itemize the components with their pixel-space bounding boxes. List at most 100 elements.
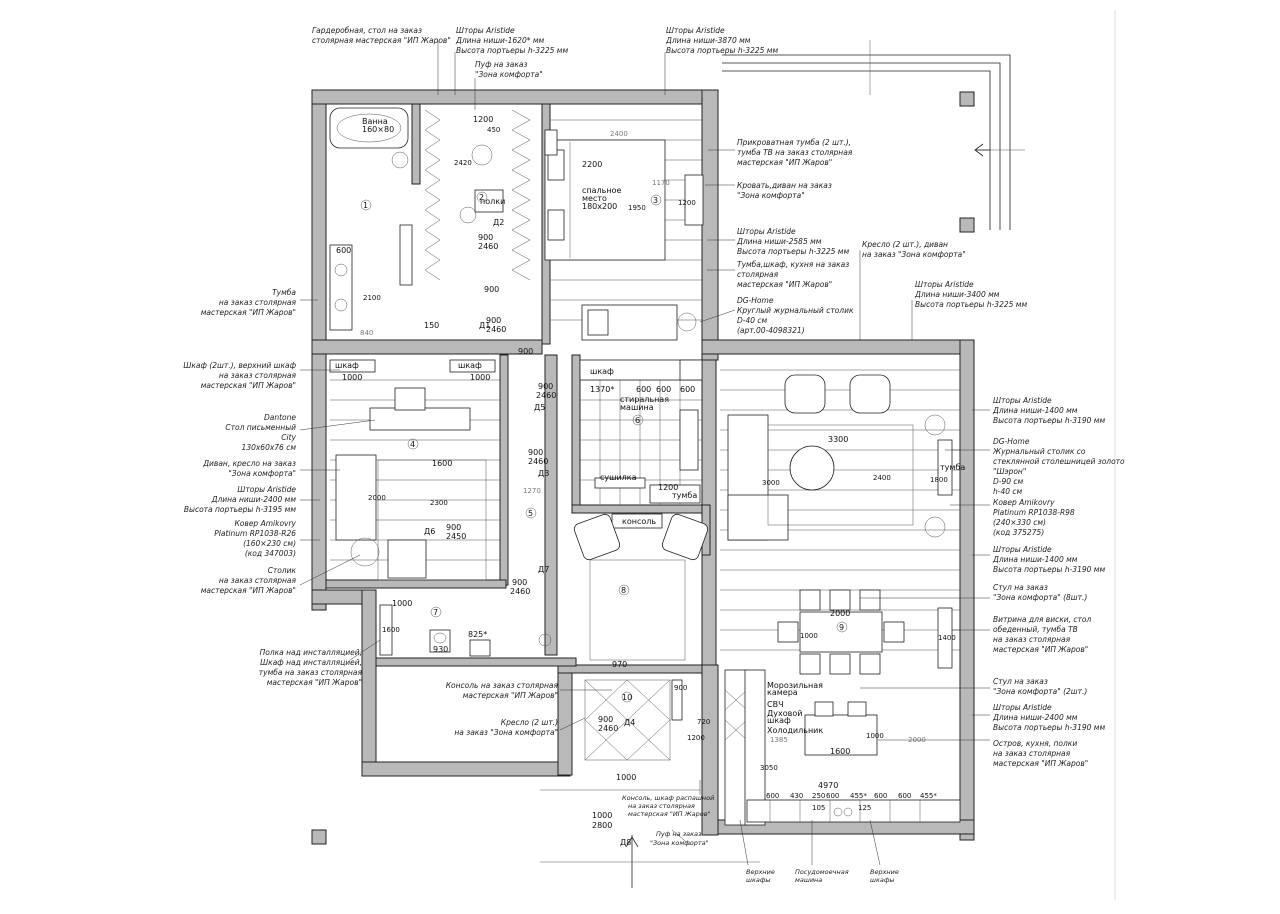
note-rug-b1: Ковер Amikovry <box>993 498 1055 507</box>
dim-2300: 2300 <box>430 499 448 507</box>
note-pouf-1: Пуф на заказ <box>475 60 527 69</box>
note-curtain-d2: Длина ниши-3400 мм <box>914 290 1000 299</box>
note-nightstand-1: Прикроватная тумба (2 шт.), <box>737 138 851 147</box>
note-chairs-8-1: Стул на заказ <box>993 583 1048 592</box>
dim-600-a: 600 <box>636 385 651 394</box>
dim-600-b: 600 <box>656 385 671 394</box>
bed-label-2: место <box>582 194 607 203</box>
dim-1600: 1600 <box>432 459 452 468</box>
dim-2800: 2800 <box>592 821 612 830</box>
dim-1200-entry: 1200 <box>687 734 705 742</box>
note-rug-a1: Ковер Amikovry <box>234 519 296 528</box>
door-tag-8: Д8 <box>620 838 631 847</box>
note-kitchen-tumba-1: Тумба,шкаф, кухня на заказ <box>737 260 849 269</box>
dim-2000-sofa: 2000 <box>368 494 386 502</box>
dim-900-d: 900 <box>446 523 461 532</box>
dim-door-900: 900 <box>478 233 493 242</box>
annotation-leaders <box>299 40 990 866</box>
dim-900-c: 900 <box>518 347 533 356</box>
dim-4970: 4970 <box>818 781 838 790</box>
bath-label: Ванна <box>362 117 388 126</box>
note-cabinets-3: мастерская "ИП Жаров" <box>201 381 296 390</box>
laundry-cabinet-label: шкаф <box>590 367 614 376</box>
dim-1800: 1800 <box>930 476 948 484</box>
note-kitchen-tumba-2: столярная <box>737 270 779 279</box>
bedroom-furniture <box>544 129 704 341</box>
room-number-7: 7 <box>433 608 438 617</box>
note-entry-console-3: мастерская "ИП Жаров" <box>628 810 711 818</box>
living-furniture <box>727 374 953 541</box>
note-dghome-4: (арт.00-4098321) <box>737 326 805 335</box>
note-curtain-h1: Шторы Aristide <box>993 703 1052 712</box>
note-entry-pouf-2: "Зона комфорта" <box>650 839 709 847</box>
note-dghome-1: DG-Home <box>737 296 774 305</box>
note-curtain-g3: Высота портьеры h-3190 мм <box>993 565 1105 574</box>
fridge-label: Холодильник <box>767 726 823 735</box>
bed-label-3: 180х200 <box>582 202 617 211</box>
note-island-1: Остров, кухня, полки <box>993 739 1077 748</box>
note-rug-b4: (код 375275) <box>993 528 1044 537</box>
note-whisky-2: обеденный, тумба ТВ <box>993 625 1078 634</box>
dim-600: 600 <box>336 246 351 255</box>
note-curtain-d1: Шторы Aristide <box>915 280 974 289</box>
dim-gray-1270: 1270 <box>523 487 541 495</box>
dim-1000-wc: 1000 <box>392 599 412 608</box>
dim-970: 970 <box>612 660 627 669</box>
laundry-tiles <box>579 359 703 505</box>
note-curtain-b3: Высота портьеры h-3225 мм <box>666 46 778 55</box>
note-bed-2: "Зона комфорта" <box>737 191 805 200</box>
note-curtain-d3: Высота портьеры h-3225 мм <box>915 300 1027 309</box>
note-bed-1: Кровать,диван на заказ <box>737 181 832 190</box>
note-shelf-1: Полка над инсталляцией, <box>260 648 362 657</box>
door-tag-6: Д6 <box>424 527 435 536</box>
note-upper-cab-a1: Верхние <box>746 868 775 876</box>
dim-3000: 3000 <box>762 479 780 487</box>
note-rug-b2: Platinum RP1038-R98 <box>993 508 1075 517</box>
note-wardrobe-1: Гардеробная, стол на заказ <box>312 26 422 35</box>
note-desk-2: Стол письменный <box>225 423 296 432</box>
dim-1200-laundry: 1200 <box>658 483 678 492</box>
dim-600-k3: 600 <box>874 792 887 800</box>
dim-105: 105 <box>812 804 825 812</box>
dim-900-i: 900 <box>598 715 613 724</box>
room-number-2: 2 <box>479 193 484 202</box>
washer-label-2: машина <box>620 403 654 412</box>
dim-gray-1170: 1170 <box>652 179 670 187</box>
note-island-2: на заказ столярная <box>993 749 1071 758</box>
freezer-label-1: Морозильная <box>767 681 823 690</box>
room-number-10: 10 <box>622 693 632 702</box>
note-chairs-2-2: "Зона комфорта" (2шт.) <box>993 687 1087 696</box>
note-console-1: Консоль на заказ столярная <box>446 681 559 690</box>
dim-1600-island: 1600 <box>830 747 850 756</box>
dim-bed-2200: 2200 <box>582 160 602 169</box>
dim-2460-i: 2460 <box>598 724 618 733</box>
note-pouf-2: "Зона комфорта" <box>475 70 543 79</box>
room-number-8: 8 <box>621 586 626 595</box>
note-whisky-3: на заказ столярная <box>993 635 1071 644</box>
dim-2400: 2400 <box>873 474 891 482</box>
kitchen <box>724 669 961 826</box>
note-curtain-f1: Шторы Aristide <box>993 396 1052 405</box>
door-tag-4: Д4 <box>624 718 635 727</box>
study-furniture <box>329 359 496 581</box>
note-entry-console-1: Консоль, шкаф распашной <box>622 794 714 802</box>
door-tag-7: Д7 <box>538 565 549 574</box>
freezer-label-2: камера <box>767 688 798 697</box>
dim-bath-1200: 1200 <box>473 115 493 124</box>
note-coffee-table-3: стеклянной столешницей золото <box>993 457 1125 466</box>
hall-furniture <box>538 513 709 661</box>
dim-2460-e: 2460 <box>536 391 556 400</box>
note-desk-1: Dantone <box>264 413 296 422</box>
dim-600-k4: 600 <box>898 792 911 800</box>
dim-930: 930 <box>433 645 448 654</box>
note-whisky-1: Витрина для виски, стол <box>993 615 1091 624</box>
note-curtain-c3: Высота портьеры h-3225 мм <box>737 247 849 256</box>
oven-label-2: шкаф <box>767 716 791 725</box>
door-tag-3: Д3 <box>538 469 549 478</box>
dim-2420: 2420 <box>454 159 472 167</box>
note-cabinets-1: Шкаф (2шт.), верхний шкаф <box>183 361 296 370</box>
dim-3050: 3050 <box>760 764 778 772</box>
dim-900-a: 900 <box>484 285 499 294</box>
room-number-circles <box>360 191 848 703</box>
washer-label-1: стиральная <box>620 395 669 404</box>
